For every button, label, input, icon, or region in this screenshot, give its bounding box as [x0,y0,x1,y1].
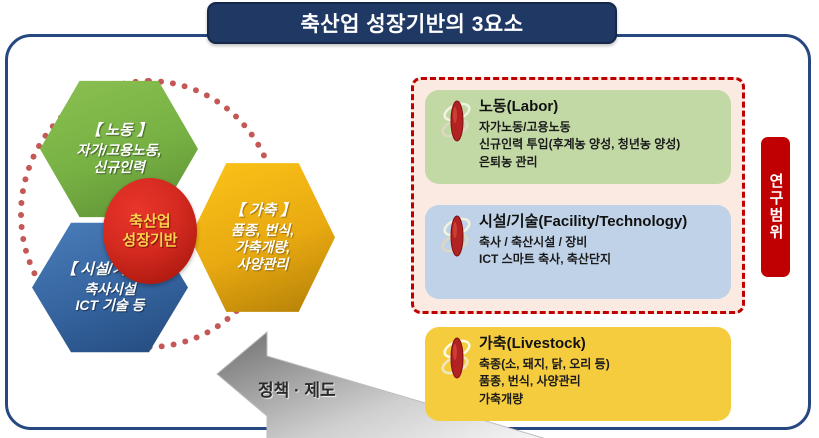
detail-box-facility-line-2: ICT 스마트 축사, 축산단지 [479,252,612,267]
hexagon-labor-title: 【 노동 】 [86,122,152,140]
detail-box-facility-title: 시설/기술(Facility/Technology) [479,213,688,230]
hexagon-facility-line-1: 축사시설 [84,280,136,297]
detail-box-livestock-title: 가축(Livestock) [479,335,586,352]
detail-box-livestock[interactable]: 가축(Livestock) 축종(소, 돼지, 닭, 오리 등) 품종, 번식,… [425,327,731,421]
hexagon-labor-line-1: 자가/고용노동, [76,142,162,159]
hexagon-livestock-line-1: 품종, 번식, [230,222,295,239]
hexagon-livestock-line-2: 가축개량, [234,238,291,255]
detail-box-labor-line-1: 자가노동/고용노동 [479,119,571,134]
orbit-marker-icon [441,100,471,142]
detail-box-facility-line-1: 축사 / 축산시설 / 장비 [479,234,588,249]
core-circle-line-1: 축산업 [129,212,171,230]
hexagon-facility-line-2: ICT 기술 등 [75,297,145,314]
policy-arrow-label: 정책 · 제도 [258,381,336,400]
hexagon-livestock-title: 【 가축 】 [229,202,296,220]
detail-box-labor-title: 노동(Labor) [479,98,559,115]
core-circle-line-2: 성장기반 [122,232,178,249]
detail-box-livestock-line-2: 품종, 번식, 사양관리 [479,374,581,389]
research-scope-tab[interactable]: 연구범위 [761,137,790,277]
policy-arrow [216,330,544,438]
orbit-marker-icon [441,337,471,379]
detail-box-labor[interactable]: 노동(Labor) 자가노동/고용노동 신규인력 투입(후계농 양성, 청년농 … [425,90,731,184]
page-title: 축산업 성장기반의 3요소 [300,13,524,36]
detail-box-facility[interactable]: 시설/기술(Facility/Technology) 축사 / 축산시설 / 장… [425,205,731,299]
orbit-marker-icon [441,215,471,257]
hexagon-livestock-line-3: 사양관리 [236,255,289,272]
detail-box-livestock-line-3: 가축개량 [479,391,524,406]
hexagon-labor-line-2: 신규인력 [93,158,145,175]
detail-box-livestock-line-1: 축종(소, 돼지, 닭, 오리 등) [479,356,610,371]
detail-box-labor-line-2: 신규인력 투입(후계농 양성, 청년농 양성) [479,137,681,152]
research-scope-tab-label: 연구범위 [767,173,784,241]
detail-box-labor-line-3: 은퇴농 관리 [479,154,538,169]
title-banner: 축산업 성장기반의 3요소 [207,2,617,44]
core-circle[interactable]: 축산업 성장기반 [103,178,197,284]
